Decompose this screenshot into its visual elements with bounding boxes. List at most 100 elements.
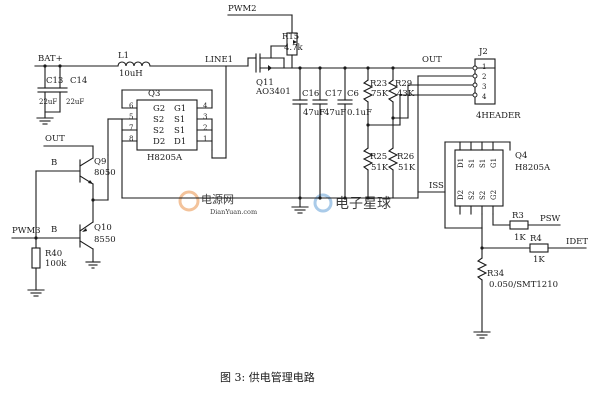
net-label-psw: PSW [540,214,561,224]
capacitor-c13: C13 22uF [37,65,63,119]
r25-value: 51K [371,163,389,173]
c16-value: 47uF [303,108,325,118]
q11-value: AO3401 [255,87,291,97]
q4-pin-d1: D1 [457,158,465,168]
c6-value: 0.1uF [347,108,372,118]
capacitor-c17: C17 47uF [312,67,346,199]
brand-logo-icon [313,193,333,213]
q3-pinnum-6: 6 [129,102,134,110]
net-label-pwm2: PWM2 [228,4,257,14]
resistor-r15: R15 4.7k [282,32,304,69]
j2-pin-2: 2 [482,73,486,81]
capacitor-c16: C16 47uF [292,67,325,199]
r26-ref: R26 [397,152,414,162]
q3-pin-g1: G1 [174,104,186,114]
j2-part: 4HEADER [476,111,521,121]
r3-value: 1K [514,233,526,243]
resistor-r29: R29 43K [387,67,415,149]
c14-value: 22uF [66,98,84,106]
resistor-r23: R23 75K [362,67,389,149]
c14-ref: C14 [70,76,87,86]
dianyuan-logo-icon [178,190,200,212]
r40-value: 100k [45,259,67,269]
r23-ref: R23 [370,79,387,89]
r3-ref: R3 [512,211,524,221]
q3-pinnum-2: 2 [203,124,207,132]
q11-ref: Q11 [256,78,274,88]
divider-taps [366,75,476,199]
q3-pin-s2b: S2 [153,126,164,136]
net-label-bat: BAT+ [38,54,63,64]
watermark-dianyuan: 电源网 DianYuan.com [178,190,257,216]
net-label-b2: B [51,225,57,235]
net-label-b1: B [51,158,57,168]
q10-value: 8550 [94,235,116,245]
mosfet-q11: Q11 AO3401 [247,45,293,97]
q4-part: H8205A [515,163,551,173]
r4-ref: R4 [530,234,542,244]
r34-ref: R34 [487,269,504,279]
q3-pin-d2: D2 [153,137,165,147]
ic-q3-h8205a: Q3 G2 S2 S2 D2 G1 S1 S1 D1 6 5 7 8 4 3 2… [107,89,227,199]
c17-value: 47uF [324,108,346,118]
inductor-l1 [117,61,151,67]
q4-pin-d2: D2 [457,190,465,200]
figure-caption: 图 3: 供电管理电路 [220,370,315,384]
q9-value: 8050 [94,168,116,178]
net-label-pwm3: PWM3 [12,226,41,236]
watermark-site-cn: 电源网 [201,192,234,206]
connector-j2: J2 1 2 3 4 4HEADER [472,47,521,121]
resistor-r40: R40 100k [27,237,67,297]
psw-net: R3 1K PSW [492,211,561,243]
watermark-site-en: DianYuan.com [210,208,257,216]
q4-pin-s1a: S1 [468,159,476,168]
r25-ref: R25 [370,152,387,162]
q3-pinnum-5: 5 [129,113,133,121]
j2-ref: J2 [478,47,488,57]
ic-q4-h8205a: Q4 H8205A D2 S2 S2 G2 D1 S1 S1 G1 [444,141,551,229]
r29-value: 43K [397,89,415,99]
ground-c13 [36,117,54,125]
resistor-r25: R25 51K [362,147,389,199]
pwm2-net: PWM2 [227,4,293,34]
r26-value: 51K [398,163,416,173]
transistor-q9: B Q9 8050 [35,154,116,223]
j2-pin-4: 4 [482,93,487,101]
r15-value: 4.7k [284,43,304,53]
transistor-q10: B Q10 8550 [35,221,116,269]
q4-pin-s2a: S2 [468,191,476,200]
q10-ref: Q10 [94,223,112,233]
resistor-r26: R26 51K [387,147,416,199]
q4-ref: Q4 [515,151,527,161]
net-label-idet: IDET [566,237,588,247]
q3-pinnum-4: 4 [203,102,208,110]
iss-net: ISS [417,181,446,193]
out-net-left: OUT [43,134,94,159]
c13-ref: C13 [46,76,63,86]
r23-value: 75K [371,89,389,99]
l1-ref: L1 [118,51,129,61]
watermark-brand: 电子星球 [313,193,391,213]
l1-value: 10uH [119,69,143,79]
j2-pin-3: 3 [482,83,486,91]
q3-part: H8205A [147,153,183,163]
r4-value: 1K [533,255,545,265]
q3-pinnum-1: 1 [203,135,207,143]
c16-ref: C16 [302,89,319,99]
c6-ref: C6 [347,89,359,99]
pwm3-net: PWM3 [11,226,41,239]
net-label-out-left: OUT [45,134,65,144]
q3-pin-s1b: S1 [174,126,185,136]
net-label-out-right: OUT [422,55,442,65]
net-label-line1: LINE1 [205,55,233,65]
q4-pin-g2: G2 [490,190,498,200]
q3-pinnum-8: 8 [129,135,133,143]
r40-ref: R40 [45,249,62,259]
q3-pinnum-7: 7 [129,124,133,132]
q3-pin-s2a: S2 [153,115,164,125]
capacitor-c6: C6 0.1uF [337,67,372,199]
r29-ref: R29 [395,79,412,89]
q3-ref: Q3 [148,89,160,99]
c13-value: 22uF [39,98,57,106]
